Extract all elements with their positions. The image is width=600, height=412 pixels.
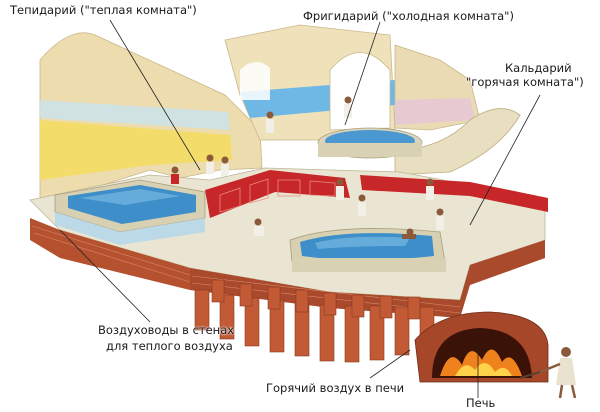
label-tepidarium: Тепидарий ("теплая комната") <box>10 3 197 17</box>
frigidarium-left-arch <box>240 61 270 100</box>
furnace-fire-core <box>455 362 512 376</box>
caldarium-pink-band <box>395 98 475 125</box>
label-ducts-line1: Воздуховоды в стенах <box>98 323 235 337</box>
tepidarium-pool-highlight <box>80 189 180 205</box>
caldarium-pool-base <box>292 258 446 272</box>
tepidarium-wall-blue-band <box>40 100 230 130</box>
label-caldarium-line2: "горячая комната") <box>466 75 584 89</box>
label-ducts-line2: для теплого воздуха <box>106 339 233 353</box>
caldarium-red-wall <box>205 170 350 218</box>
callout-hot-air <box>369 349 411 379</box>
label-frigidarium: Фригидарий ("холодная комната") <box>303 9 514 23</box>
hypocaust-pillars <box>194 279 435 363</box>
caldarium-pool-highlight <box>315 236 410 249</box>
label-hot-air: Горячий воздух в печи <box>266 381 405 395</box>
callout-caldarium <box>469 94 541 226</box>
curved-ramp <box>394 108 521 176</box>
callout-tepidarium <box>109 19 201 171</box>
brick-foundation <box>30 218 190 290</box>
frigidarium-pool-base <box>318 143 422 157</box>
frigidarium-arch <box>329 52 391 131</box>
label-caldarium-line1: Кальдарий <box>505 61 572 75</box>
tepidarium-pool-wall <box>55 212 205 245</box>
red-wall-panels <box>219 178 336 213</box>
callout-lines <box>59 19 541 398</box>
tepidarium-wall-yellow-band <box>40 120 232 180</box>
callout-frigidarium <box>344 21 381 126</box>
callout-ducts <box>59 229 151 323</box>
label-furnace: Печь <box>466 396 496 410</box>
stoker-figure <box>519 347 577 399</box>
bather-figures <box>171 96 444 239</box>
caldarium-red-wall-right <box>360 175 548 212</box>
